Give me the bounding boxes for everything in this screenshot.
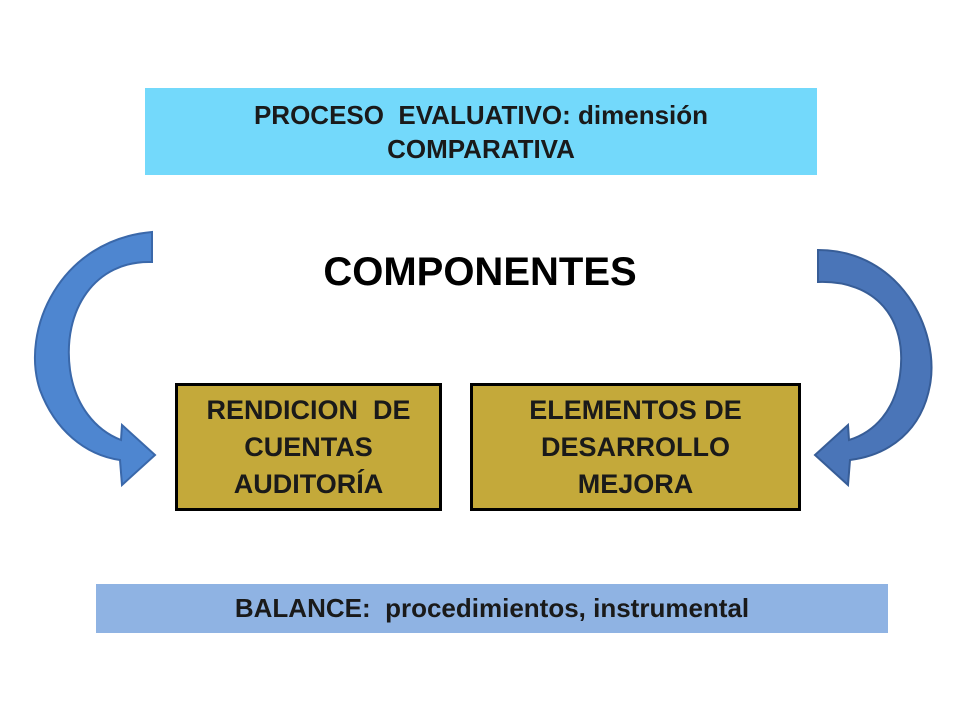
left-curved-arrow-icon	[34, 230, 157, 488]
component-line: DESARROLLO	[541, 431, 730, 462]
component-line: MEJORA	[577, 468, 694, 499]
component-line: CUENTAS	[244, 431, 373, 462]
header-banner: PROCESO EVALUATIVO: dimensión COMPARATIV…	[145, 88, 817, 175]
balance-banner: BALANCE: procedimientos, instrumental	[96, 584, 888, 633]
components-title: COMPONENTES	[323, 250, 637, 294]
header-line-2: COMPARATIVA	[387, 133, 575, 164]
right-curved-arrow-icon	[813, 248, 933, 488]
component-box-rendicion: RENDICION DE CUENTAS AUDITORÍA	[175, 383, 442, 511]
component-box-elementos: ELEMENTOS DE DESARROLLO MEJORA	[470, 383, 801, 511]
header-line-1: PROCESO EVALUATIVO: dimensión	[253, 99, 709, 130]
component-line: ELEMENTOS DE	[529, 394, 742, 425]
component-line: AUDITORÍA	[233, 468, 384, 499]
component-line: RENDICION DE	[206, 394, 411, 425]
